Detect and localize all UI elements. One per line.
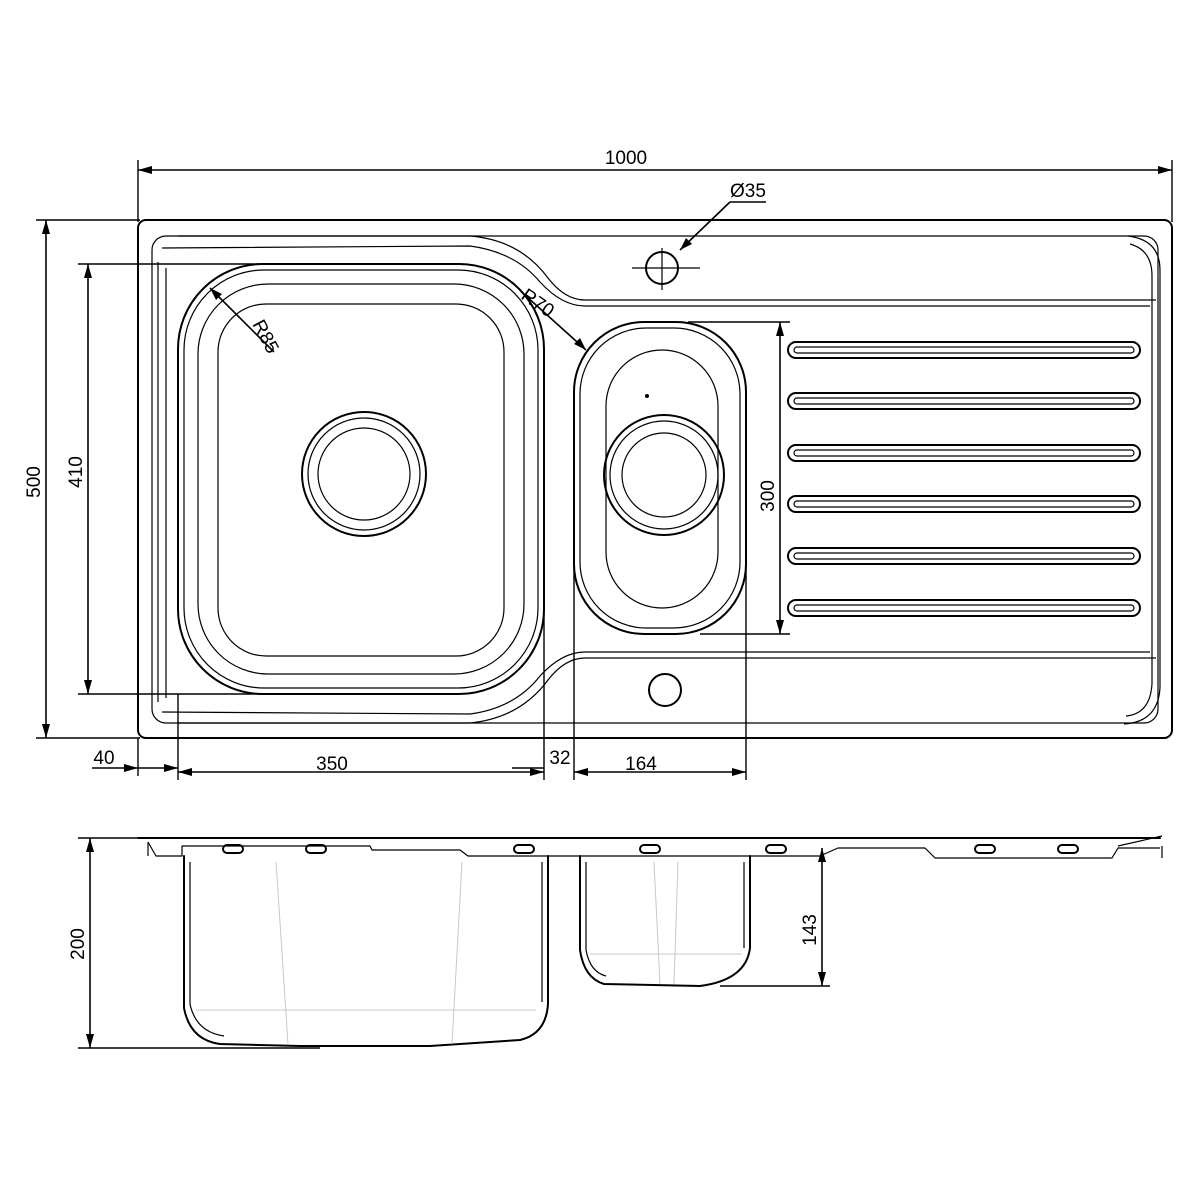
drainer-groove-inner [793,449,1135,457]
deck-profile-lower [147,841,1160,859]
tap-hole-icon [632,248,700,290]
top-rim-contour [178,235,1156,301]
sink-inner-outline [151,235,1159,724]
drainer-right-edge-inner [1125,243,1153,717]
drainer-right-edge [1123,235,1161,725]
main-bowl-waste-icon [301,411,427,537]
drainer-groove-inner [793,500,1135,508]
overflow-hole-icon [648,673,682,707]
deck-slot [513,844,535,854]
dim-small-bowl-width: 164 [625,754,657,775]
drainer-groove [787,599,1141,617]
top-rim-contour-inner [161,245,1150,307]
dim-main-bowl-width: 350 [316,754,348,775]
deck-slot [765,844,787,854]
section-dimensions: 200 143 [68,837,830,1049]
deck-slots [222,844,1079,854]
small-bowl-waste-icon [603,414,725,536]
deck-slot [1057,844,1079,854]
drainer-groove-inner [793,552,1135,560]
plan-view [137,219,1173,739]
drainer-groove-inner [793,397,1135,405]
drainer-groove-inner [793,346,1135,354]
small-bowl [573,321,747,635]
drainer-groove [787,495,1141,513]
main-bowl-section [183,855,549,1047]
dim-overall-width: 1000 [605,148,647,169]
dim-main-bowl-height: 200 [68,928,89,960]
section-view [137,835,1163,1047]
main-bowl [177,263,545,695]
dim-main-bowl-radius: R85 [248,316,283,357]
deck-slot [305,844,327,854]
dim-bowl-gap: 32 [549,748,570,769]
drainer-grooves [787,341,1141,617]
bottom-rim-contour-inner [161,651,1150,715]
dim-main-bowl-depth: 410 [66,456,87,488]
drainer-groove [787,444,1141,462]
dim-overall-depth: 500 [24,466,45,498]
dim-small-bowl-height: 143 [800,914,821,946]
small-bowl-centre-mark [645,394,649,398]
drainer-groove-inner [793,604,1135,612]
dim-small-bowl-depth: 300 [758,480,779,512]
drainer-groove [787,392,1141,410]
small-bowl-section [579,855,751,987]
deck-slot [639,844,661,854]
bottom-rim-contour [178,657,1156,724]
drainer-groove [787,547,1141,565]
sink-outline [137,219,1173,739]
deck-slot [222,844,244,854]
dim-left-margin: 40 [93,748,114,769]
drainer-groove [787,341,1141,359]
deck-slot [974,844,996,854]
dim-tap-hole: Ø35 [730,181,766,202]
plan-dimensions: 1000 Ø35 500 410 300 R85 R70 [24,148,1173,780]
